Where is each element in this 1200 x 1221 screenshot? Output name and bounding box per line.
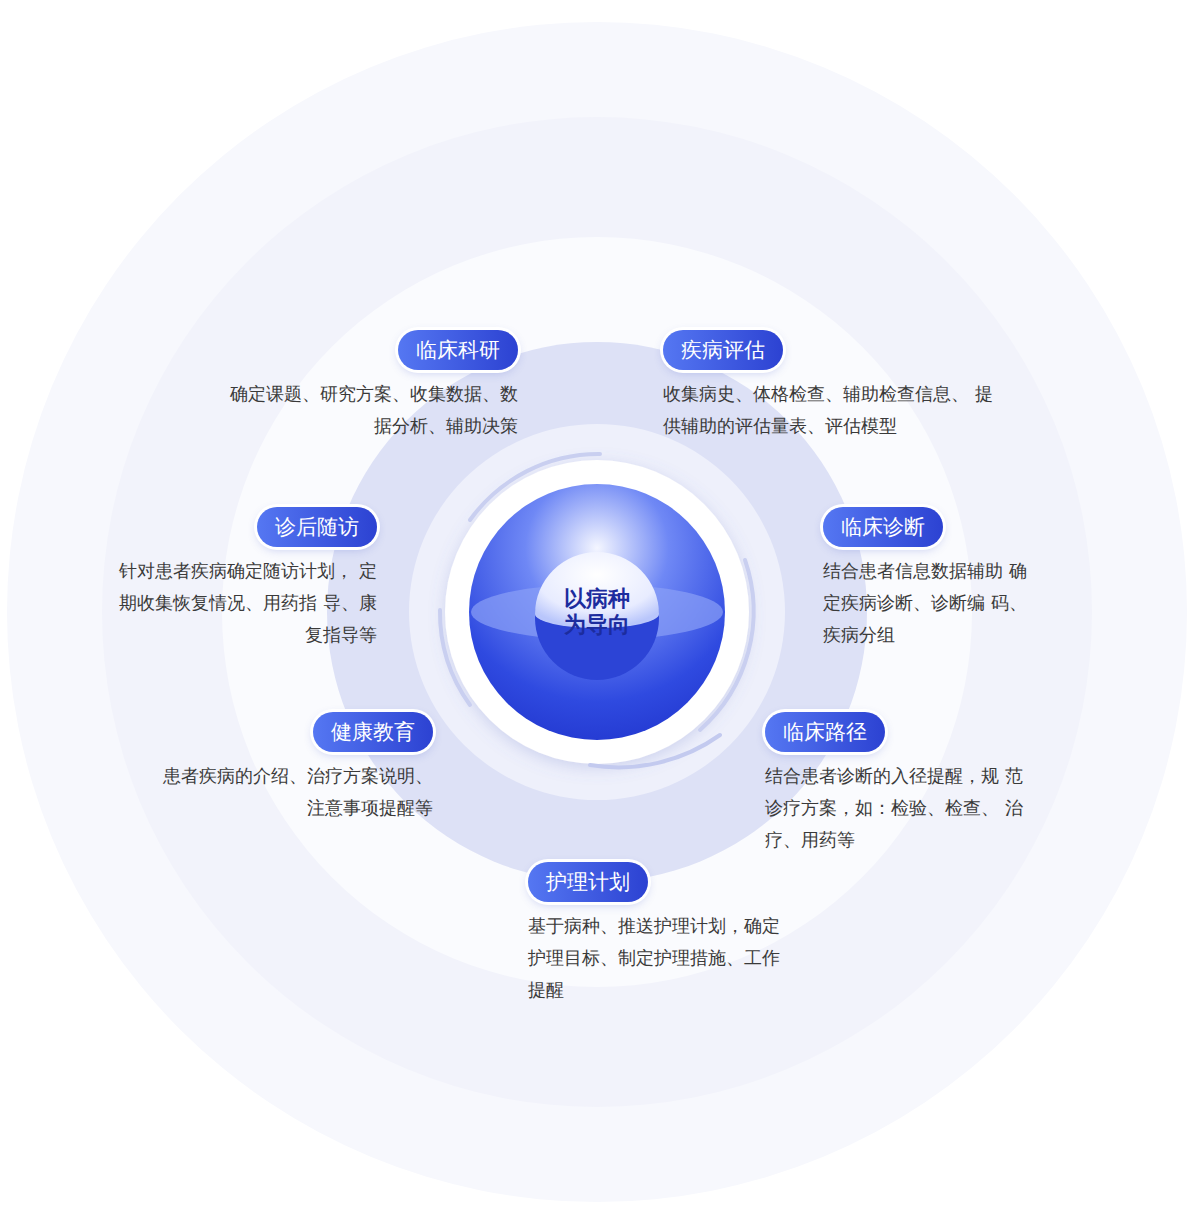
topic-node: 护理计划基于病种、推送护理计划，确定 护理目标、制定护理措施、工作 提醒: [528, 862, 802, 1006]
topic-description: 基于病种、推送护理计划，确定 护理目标、制定护理措施、工作 提醒: [528, 910, 802, 1006]
topic-node: 健康教育患者疾病的介绍、治疗方案说明、 注意事项提醒等: [143, 712, 433, 824]
outer-ring: [7, 22, 1187, 1202]
topic-node: 临床诊断结合患者信息数据辅助 确定疾病诊断、诊断编 码、疾病分组: [823, 507, 1027, 651]
center-sphere: 以病种 为导向: [469, 484, 725, 740]
sphere: [469, 484, 725, 740]
topic-pill: 疾病评估: [663, 330, 783, 370]
topic-pill: 诊后随访: [257, 507, 377, 547]
topic-node: 疾病评估收集病史、体格检查、辅助检查信息、 提供辅助的评估量表、评估模型: [663, 330, 993, 442]
orbit-arc: [440, 610, 470, 705]
topic-description: 确定课题、研究方案、收集数据、数 据分析、辅助决策: [218, 378, 518, 442]
topic-node: 临床路径结合患者诊断的入径提醒，规 范诊疗方案，如：检验、检查、 治疗、用药等: [765, 712, 1027, 856]
sphere-band: [471, 584, 723, 640]
orbit-arc: [590, 735, 720, 767]
topic-pill: 临床科研: [398, 330, 518, 370]
topic-pill: 护理计划: [528, 862, 648, 902]
topic-description: 针对患者疾病确定随访计划， 定期收集恢复情况、用药指 导、康复指导等: [115, 555, 377, 651]
topic-pill: 临床路径: [765, 712, 885, 752]
topic-pill: 健康教育: [313, 712, 433, 752]
topic-pill: 临床诊断: [823, 507, 943, 547]
topic-description: 结合患者诊断的入径提醒，规 范诊疗方案，如：检验、检查、 治疗、用药等: [765, 760, 1027, 856]
topic-description: 患者疾病的介绍、治疗方案说明、 注意事项提醒等: [143, 760, 433, 824]
topic-description: 收集病史、体格检查、辅助检查信息、 提供辅助的评估量表、评估模型: [663, 378, 993, 442]
inner-ring: [409, 424, 785, 800]
topic-node: 临床科研确定课题、研究方案、收集数据、数 据分析、辅助决策: [218, 330, 518, 442]
center-label: 以病种 为导向: [561, 586, 633, 638]
white-ring: [445, 460, 749, 764]
topic-node: 诊后随访针对患者疾病确定随访计划， 定期收集恢复情况、用药指 导、康复指导等: [115, 507, 377, 651]
ring: [102, 117, 1092, 1107]
topic-description: 结合患者信息数据辅助 确定疾病诊断、诊断编 码、疾病分组: [823, 555, 1027, 651]
